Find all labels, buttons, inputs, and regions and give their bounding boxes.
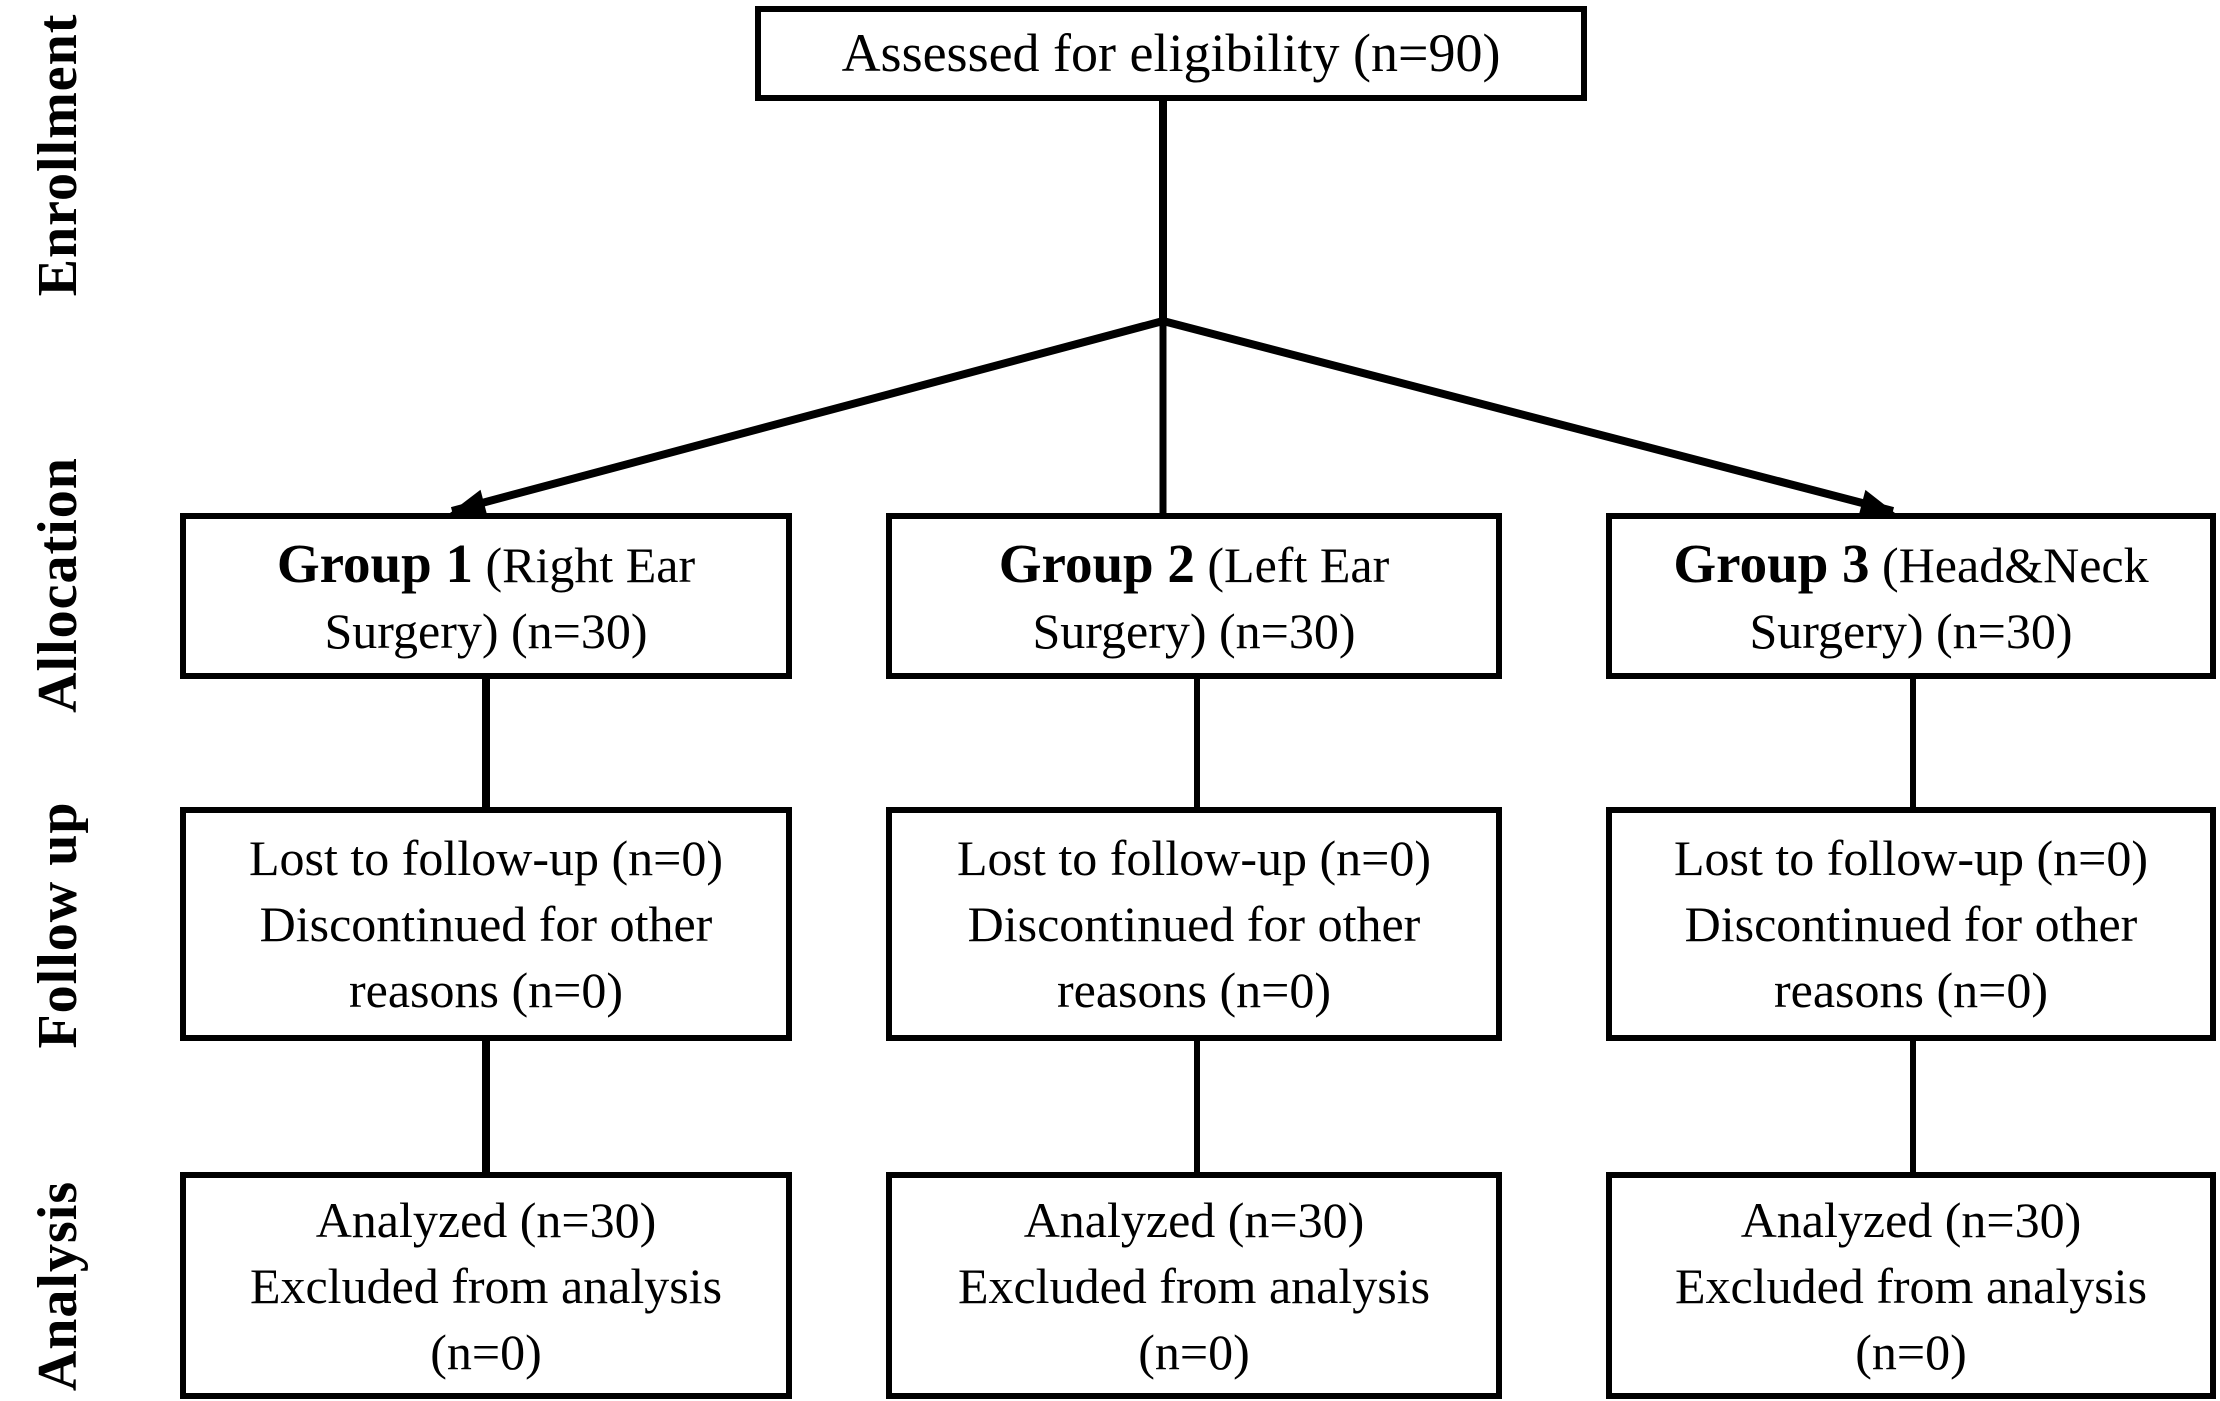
group-3-text: Group 3 (Head&Neck Surgery) (n=30) bbox=[1636, 528, 2186, 665]
analysis-1-excluded-line: Excluded from analysis (n=0) bbox=[249, 1257, 723, 1380]
stage-label-allocation: Allocation bbox=[27, 457, 89, 713]
analysis-box-group-3: Analyzed (n=30) Excluded from analysis (… bbox=[1606, 1172, 2216, 1399]
group-3-detail: (Head&Neck Surgery) (n=30) bbox=[1749, 536, 2149, 660]
arrowhead-group1 bbox=[450, 489, 488, 515]
group-2-name: Group 2 bbox=[998, 532, 1195, 594]
stage-label-enrollment: Enrollment bbox=[27, 13, 89, 297]
followup-2-lost-line: Lost to follow-up (n=0) bbox=[957, 830, 1431, 886]
group-2-text: Group 2 (Left Ear Surgery) (n=30) bbox=[916, 528, 1472, 665]
group-3-box: Group 3 (Head&Neck Surgery) (n=30) bbox=[1606, 513, 2216, 679]
analysis-box-group-2: Analyzed (n=30) Excluded from analysis (… bbox=[886, 1172, 1502, 1399]
analysis-2-excluded-line: Excluded from analysis (n=0) bbox=[957, 1257, 1431, 1380]
assessed-eligibility-text: Assessed for eligibility (n=90) bbox=[841, 22, 1501, 83]
followup-2-discontinued-line: Discontinued for other reasons (n=0) bbox=[967, 896, 1421, 1018]
group-3-name: Group 3 bbox=[1673, 532, 1870, 594]
analysis-1-analyzed-line: Analyzed (n=30) bbox=[315, 1191, 657, 1248]
stage-label-follow-up: Follow up bbox=[27, 801, 89, 1049]
followup-box-group-3: Lost to follow-up (n=0) Discontinued for… bbox=[1606, 807, 2216, 1041]
group-2-box: Group 2 (Left Ear Surgery) (n=30) bbox=[886, 513, 1502, 679]
group-2-detail: (Left Ear Surgery) (n=30) bbox=[1032, 536, 1390, 660]
analysis-box-group-1: Analyzed (n=30) Excluded from analysis (… bbox=[180, 1172, 792, 1399]
analysis-3-excluded-line: Excluded from analysis (n=0) bbox=[1674, 1257, 2148, 1380]
followup-3-lost-line: Lost to follow-up (n=0) bbox=[1674, 830, 2148, 886]
line-apex-to-group1 bbox=[450, 317, 1165, 515]
stage-label-analysis: Analysis bbox=[27, 1180, 89, 1392]
followup-box-group-1: Lost to follow-up (n=0) Discontinued for… bbox=[180, 807, 792, 1041]
group-1-text: Group 1 (Right Ear Surgery) (n=30) bbox=[210, 528, 762, 665]
followup-1-lost-line: Lost to follow-up (n=0) bbox=[249, 830, 723, 886]
group-1-detail: (Right Ear Surgery) (n=30) bbox=[324, 536, 696, 660]
arrowhead-group3 bbox=[1858, 489, 1895, 516]
line-apex-to-group3 bbox=[1161, 317, 1895, 515]
followup-3-discontinued-line: Discontinued for other reasons (n=0) bbox=[1684, 896, 2138, 1018]
analysis-2-analyzed-line: Analyzed (n=30) bbox=[1023, 1191, 1365, 1248]
analysis-3-analyzed-line: Analyzed (n=30) bbox=[1740, 1191, 2082, 1248]
followup-box-group-2: Lost to follow-up (n=0) Discontinued for… bbox=[886, 807, 1502, 1041]
followup-1-discontinued-line: Discontinued for other reasons (n=0) bbox=[259, 896, 713, 1018]
group-1-name: Group 1 bbox=[276, 532, 473, 594]
assessed-eligibility-box: Assessed for eligibility (n=90) bbox=[755, 6, 1587, 101]
group-1-box: Group 1 (Right Ear Surgery) (n=30) bbox=[180, 513, 792, 679]
